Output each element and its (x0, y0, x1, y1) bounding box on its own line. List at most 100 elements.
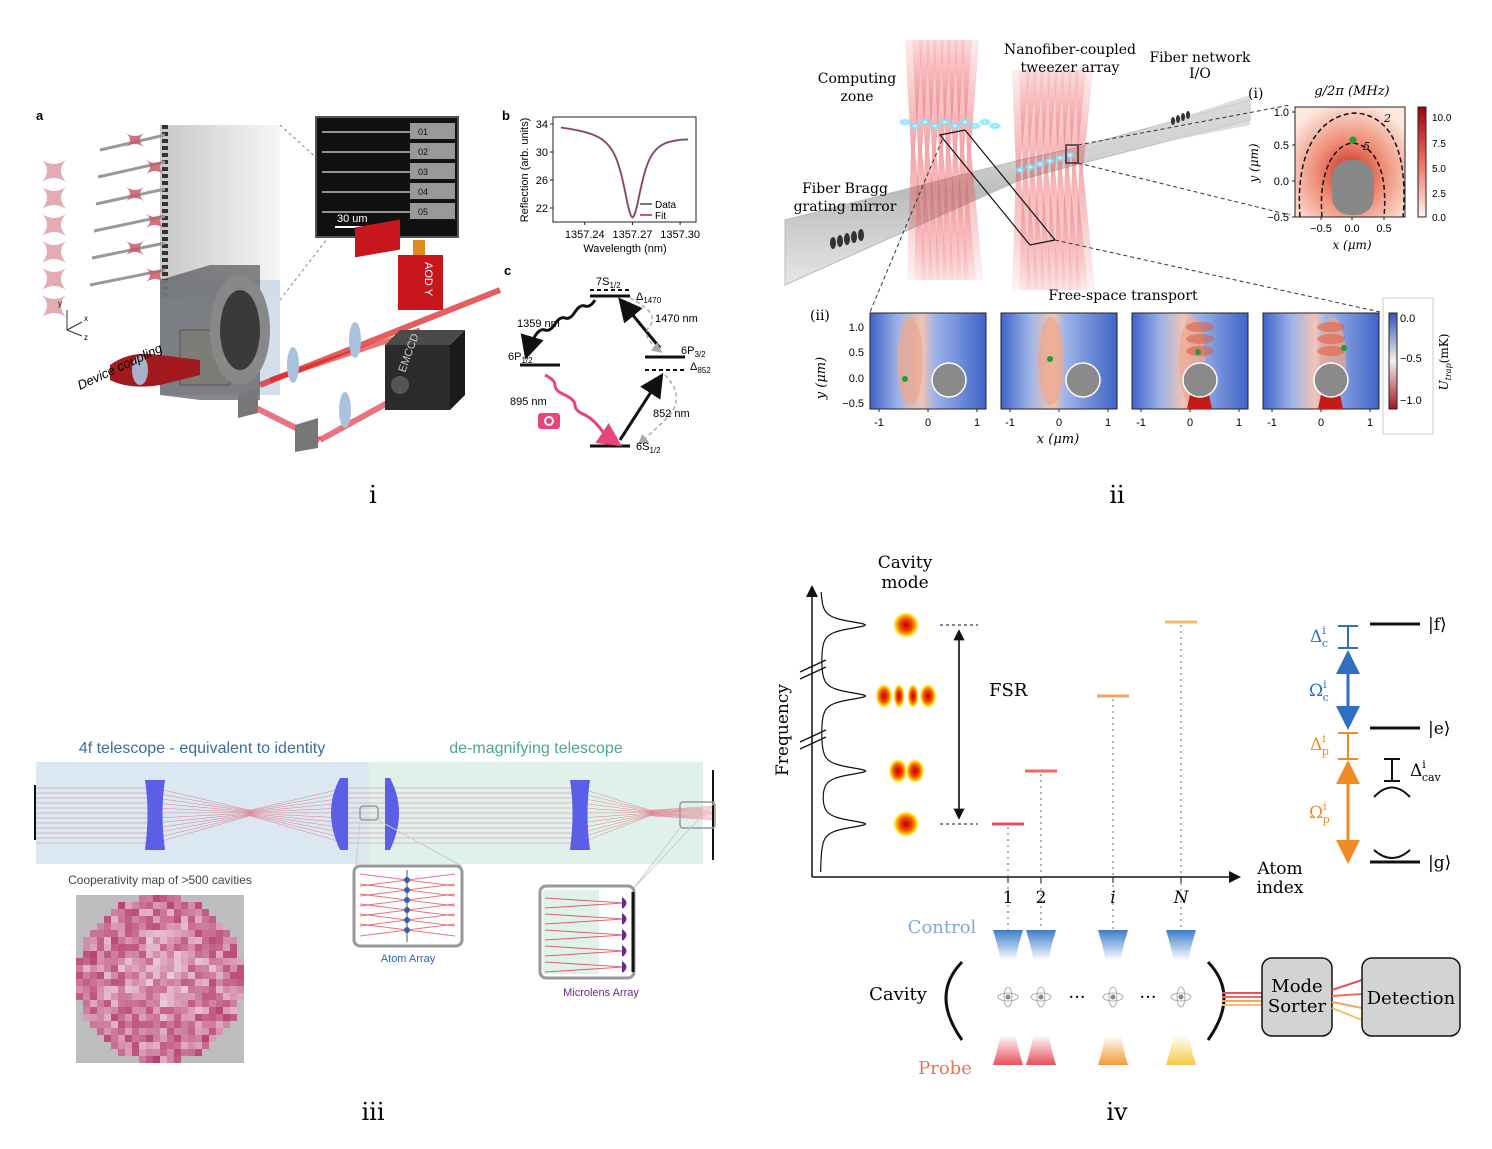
map-cell (167, 1035, 174, 1042)
map-cell (209, 993, 216, 1000)
atom-index-label: 1 (1003, 888, 1014, 908)
probe-label: Probe (918, 1058, 972, 1079)
map-cell (153, 972, 160, 979)
map-cell (90, 1000, 97, 1007)
map-cell (174, 1000, 181, 1007)
tweezer-beam-spot (42, 268, 66, 290)
map-cell (139, 944, 146, 951)
map-cell (97, 979, 104, 986)
map-cell (167, 1014, 174, 1021)
cavity-mode-spot (125, 132, 145, 148)
map-cell (125, 951, 132, 958)
map-cell (118, 944, 125, 951)
map-cell (153, 916, 160, 923)
map-cell (153, 1042, 160, 1049)
map-cell (160, 902, 167, 909)
map-cell (125, 958, 132, 965)
map-cell (174, 1049, 181, 1056)
map-cell (202, 1014, 209, 1021)
map-cell (181, 1035, 188, 1042)
map-cell (160, 1028, 167, 1035)
map-cell (118, 1021, 125, 1028)
map-cell (202, 930, 209, 937)
tweezer-beam-spot (42, 241, 66, 263)
map-cell (132, 993, 139, 1000)
map-cell (125, 1035, 132, 1042)
map-cell (174, 993, 181, 1000)
map-cell (188, 993, 195, 1000)
map-cell (160, 951, 167, 958)
energy-level-diagram: c 7S1/2 Δ1470 1359 nm 1470 nm 6P3/2 Δ852… (504, 263, 711, 455)
cavity-mode-profiles (875, 611, 937, 838)
map-cell (83, 972, 90, 979)
map-cell (202, 923, 209, 930)
map-cell (237, 993, 244, 1000)
delta-1470-label: Δ1470 (636, 291, 662, 305)
map-cell (132, 1035, 139, 1042)
map-cell (146, 1028, 153, 1035)
map-cell (146, 951, 153, 958)
map-cell (118, 1042, 125, 1049)
map-cell (237, 979, 244, 986)
map-cell (230, 979, 237, 986)
u-colorbar-tick-label: −1.0 (1400, 395, 1422, 407)
cavity-mode-spot (145, 213, 165, 229)
panel-label-iv: iv (1106, 1098, 1128, 1126)
map-cell (216, 965, 223, 972)
map-cell (195, 1007, 202, 1014)
map-cell (167, 1056, 174, 1063)
map-cell (90, 951, 97, 958)
map-cell (132, 958, 139, 965)
control-label: Control (908, 917, 977, 938)
map-cell (167, 965, 174, 972)
transport-x-tick-label: -1 (1005, 417, 1015, 429)
map-cell (167, 1042, 174, 1049)
map-cell (97, 1021, 104, 1028)
map-cell (167, 993, 174, 1000)
map-cell (132, 951, 139, 958)
map-cell (111, 930, 118, 937)
x-tick-label: 1357.30 (660, 229, 700, 241)
map-cell (153, 909, 160, 916)
cavity-spectrum (820, 592, 867, 873)
map-cell (139, 1035, 146, 1042)
atom-index-label: 2 (1036, 888, 1047, 908)
map-cell (230, 986, 237, 993)
atom-glow (1014, 166, 1026, 174)
map-cell (209, 923, 216, 930)
map-cell (174, 1056, 181, 1063)
optics-illustration: AOD X AOD Y EMCCD (238, 219, 502, 452)
map-cell (167, 937, 174, 944)
map-cell (188, 944, 195, 951)
transport-x-tick-label: 0 (925, 417, 931, 429)
transport-title: Free-space transport (1048, 288, 1198, 304)
map-cell (181, 951, 188, 958)
map-cell (146, 1056, 153, 1063)
transport-y-tick-label: −0.5 (842, 398, 864, 410)
map-cell (216, 930, 223, 937)
map-cell (90, 944, 97, 951)
map-cell (160, 1049, 167, 1056)
cooperativity-title: Cooperativity map of >500 cavities (68, 873, 252, 887)
map-cell (195, 965, 202, 972)
map-cell (167, 1021, 174, 1028)
map-cell (202, 1042, 209, 1049)
map-cell (181, 944, 188, 951)
map-cell (174, 965, 181, 972)
map-cell (230, 958, 237, 965)
map-cell (139, 937, 146, 944)
map-cell (174, 951, 181, 958)
atom-glow (1064, 151, 1076, 159)
map-cell (167, 916, 174, 923)
map-cell (111, 937, 118, 944)
map-cell (118, 951, 125, 958)
nanofiber-tweezer-beam (1054, 70, 1074, 290)
map-cell (188, 958, 195, 965)
map-cell (146, 930, 153, 937)
map-cell (174, 1028, 181, 1035)
map-cell (202, 937, 209, 944)
atom-nucleus (1178, 994, 1184, 1000)
map-cell (223, 965, 230, 972)
map-cell (202, 986, 209, 993)
map-cell (216, 979, 223, 986)
